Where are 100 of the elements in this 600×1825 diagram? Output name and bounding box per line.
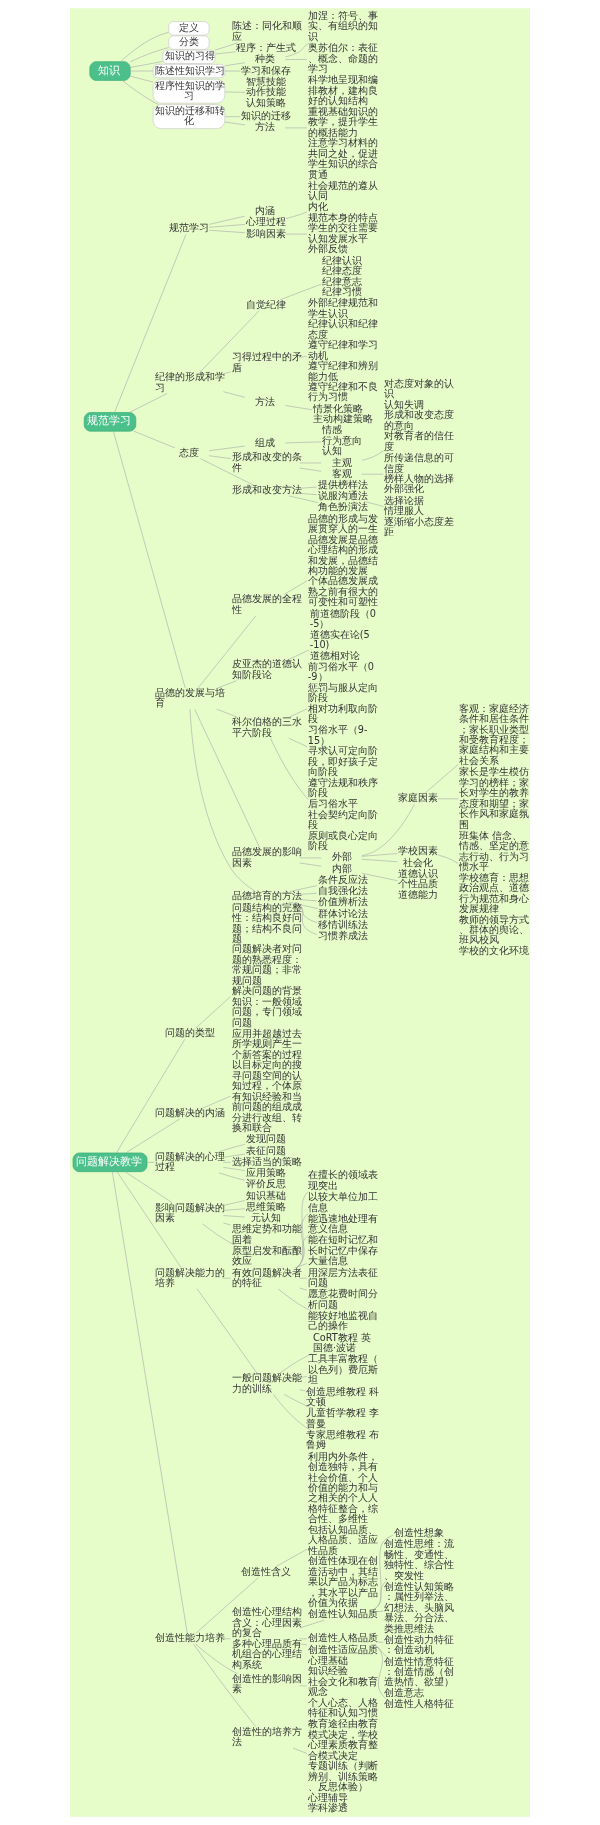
node-text: 说服沟通法 — [317, 490, 368, 502]
connector — [296, 1191, 309, 1268]
node-box: 规范学习 — [83, 412, 137, 432]
connector — [223, 1208, 246, 1211]
node-text: 创造性人格特征 — [384, 1698, 455, 1710]
connector — [361, 872, 398, 881]
connector — [193, 1643, 257, 1728]
node-text: 家庭因素 — [398, 792, 439, 804]
node-text: 程序：产生式 — [236, 42, 297, 54]
node-text: 以较大单位加工信息 — [307, 1191, 378, 1213]
node-text: 前习俗水平（0-9） 惩罚与服从定向阶段 相对功利取向阶段 — [307, 660, 378, 725]
connector — [371, 1643, 387, 1657]
connector — [199, 310, 260, 373]
connector — [299, 862, 322, 867]
node-text: 情感 行为意向 认知 — [322, 424, 363, 457]
connector — [295, 901, 317, 935]
connector — [285, 211, 308, 219]
connector — [214, 42, 238, 51]
connector — [223, 1162, 231, 1163]
node-text: 应用并超越过去所学规则产生一个新答案的过程 以目标定向的搜寻问题空间的认知过程，个体原有知识经验和当前问题的组成成分进行改组、转换和联合 — [231, 1027, 302, 1134]
node-text: 品德发展的影响因素 — [231, 846, 302, 868]
node-text: 问题解决能力的培养 — [155, 1266, 226, 1289]
node-text: 价值辨析法 — [317, 896, 368, 908]
node-text: 原型启发和酝酿效应 — [231, 1244, 302, 1267]
node-text: 习得过程中的矛盾 — [231, 351, 302, 373]
node-text: 问题解决的内涵 — [155, 1107, 226, 1119]
node-text: 教育途径由教育模式决定，学校心理素质教育整合模式决定 专题训练（判断辨别、训练策略、反思体验） 心理辅导 学科渗透 — [307, 1718, 378, 1814]
connector — [285, 59, 308, 60]
node-text: 形成和改变的条件 — [231, 451, 302, 473]
connector — [273, 1394, 311, 1431]
connector — [202, 1223, 237, 1247]
node-text: 思维定势和功能固着 — [231, 1223, 302, 1245]
connector — [224, 62, 246, 67]
node-text: 发现问题 — [245, 1133, 286, 1145]
connector — [112, 1171, 188, 1634]
node-text: 外部 — [331, 851, 352, 863]
node-text: 规范学习 — [169, 222, 210, 234]
node-text: 工具丰富教程（以色列）费厄斯坦 — [307, 1353, 378, 1386]
connector — [373, 1643, 387, 1700]
connector — [299, 892, 317, 895]
connector — [361, 450, 384, 461]
node-text: 创造性的影响因素 — [231, 1672, 302, 1695]
connector — [116, 1038, 186, 1154]
connector — [130, 61, 163, 68]
node-text: 内涵 — [255, 205, 276, 217]
connector — [208, 215, 246, 225]
connector — [196, 1288, 258, 1374]
connector — [217, 680, 237, 689]
connector — [437, 798, 459, 800]
node-text: 创造性想象 — [393, 1526, 444, 1538]
connector — [208, 224, 246, 228]
connector — [285, 441, 322, 444]
node-text: 纪律认识 纪律态度 纪律意志 纪律习惯 — [322, 254, 363, 297]
connector — [223, 1215, 246, 1218]
connector — [223, 391, 246, 398]
node-text: 客观：家庭经济条件和居住条件；家长职业类型和受教育程度；家庭结构和主要社会关系 — [458, 702, 529, 766]
node-text: 纪律的形成和学习 — [155, 371, 226, 393]
connector — [120, 32, 169, 62]
connector — [283, 1394, 313, 1409]
connector — [283, 580, 308, 595]
node-text: 影响问题解决的因素 — [155, 1201, 226, 1223]
connector — [194, 709, 260, 848]
connector — [114, 234, 187, 413]
node-text: 品德发展的全程性 — [231, 593, 302, 615]
node-text: 思维策略 — [245, 1200, 286, 1212]
node-text: 智慧技能 动作技能 认知策略 — [245, 75, 286, 108]
connector — [113, 431, 186, 689]
node-text: 自我强化法 — [317, 885, 368, 897]
node-text: 能迅速地处理有意义信息 — [307, 1212, 378, 1235]
connector — [195, 1577, 259, 1634]
node-text: 学校因素 — [398, 845, 439, 857]
node-text: 品德的形成与发展贯穿人的一生 品德发展是品德心理结构的形成和发展，品德结构功能的发展 个体品德发展成熟之前有很大的可变性和可塑性 — [307, 512, 378, 608]
node-text: 家长是学生模仿学习的榜样；家长对学生的教养态度和期望；家长作风和家庭氛围 — [458, 766, 529, 830]
node-text: 创造性的培养方法 — [231, 1725, 302, 1748]
connector — [299, 1619, 325, 1629]
connector — [294, 901, 318, 923]
node-box: 陈述性知识学习 — [152, 63, 226, 79]
node-text: 问题解决的心理过程 — [155, 1150, 226, 1173]
node-text: 在擅长的领域表现突出 — [307, 1169, 378, 1191]
connector — [361, 853, 398, 857]
node-text: 创造性认知策略：属性列举法、幻想法、头脑风暴法、分合法、类推思维法 — [384, 1580, 455, 1634]
node-text: 自觉纪律 — [245, 298, 286, 310]
connector — [299, 493, 317, 495]
node-text: 知识基础 — [245, 1189, 286, 1201]
node-text: 用深层方法表征问题 — [307, 1266, 378, 1289]
connector — [275, 1548, 308, 1568]
connector — [197, 615, 257, 689]
node-text: 创造性认知品质 — [307, 1608, 378, 1620]
connector — [130, 47, 169, 62]
node-text: 规范本身的特点 学生的交往需要 认知发展水平 外部反馈 — [307, 211, 378, 255]
connector — [288, 649, 310, 660]
connector — [279, 1353, 313, 1374]
node-text: 元认知 — [250, 1211, 281, 1223]
connector — [223, 1153, 246, 1158]
connector — [125, 1171, 173, 1203]
connector — [208, 445, 246, 452]
node-text: 班集体 信念、情感、坚定的意志行动、行为习惯水平 学校德育：思想政治观点、道德行为规范和身心发展规律 教师的领导方式、群体的舆论、班风校风 学校的文化环境 — [458, 829, 529, 956]
connector — [438, 854, 459, 864]
connector — [296, 1234, 309, 1268]
connector — [374, 1535, 394, 1610]
